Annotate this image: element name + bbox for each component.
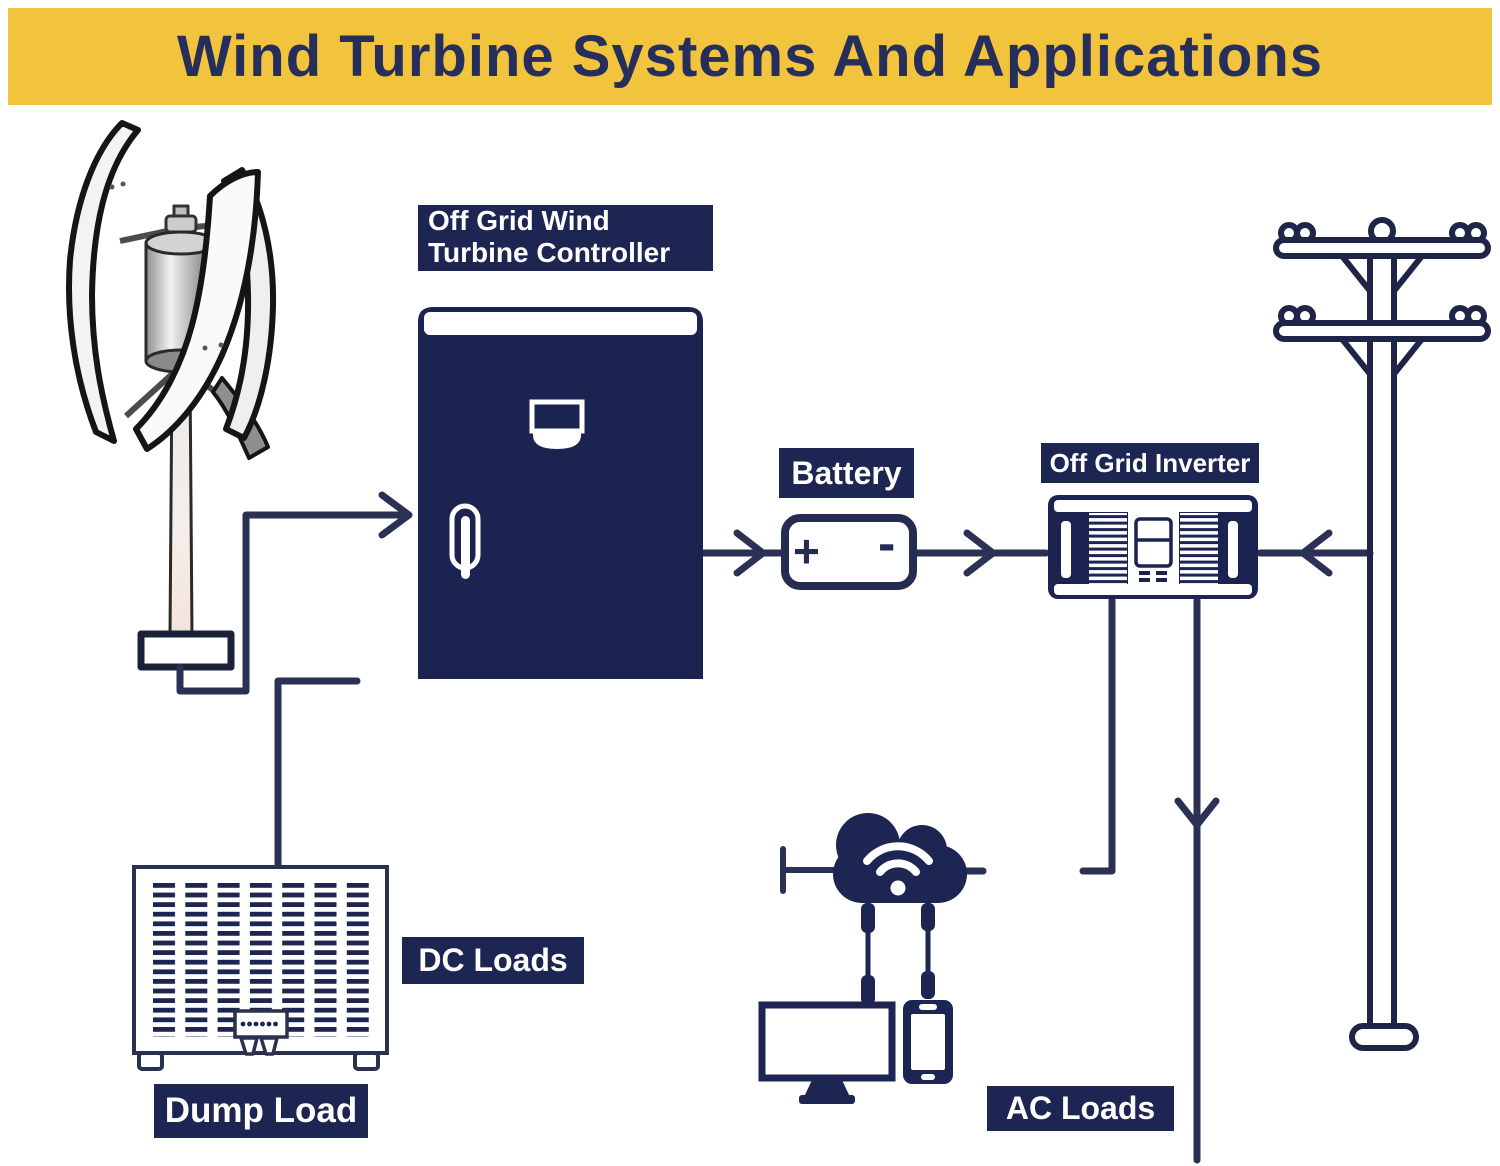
controller-display-icon (529, 399, 585, 449)
inverter-left-vent (1089, 513, 1127, 584)
inverter-display-icon (1134, 517, 1173, 582)
arrow-into-battery-icon (733, 529, 767, 577)
arrow-down-ac-loads-icon (1174, 797, 1220, 829)
controller-top-strip (424, 312, 697, 335)
title-banner: Wind Turbine Systems And Applications (8, 8, 1492, 105)
battery-negative-terminal: - (878, 515, 896, 573)
wind-turbine-icon (66, 120, 277, 671)
inverter-right-vent (1180, 513, 1218, 584)
battery-label: Battery (779, 448, 914, 498)
dump-load-label: Dump Load (154, 1084, 368, 1138)
arrow-into-controller-icon (378, 491, 413, 539)
inverter-label: Off Grid Inverter (1041, 443, 1259, 483)
line-controller-to-dump-load (274, 677, 361, 869)
page-title: Wind Turbine Systems And Applications (176, 24, 1324, 89)
arrow-into-inverter-icon (963, 529, 997, 577)
line-cloud-left-stub (780, 846, 843, 894)
dump-load-terminal-icon (233, 1009, 289, 1056)
cloud-wifi-icon (833, 813, 967, 903)
phone-icon (903, 1000, 953, 1084)
wifi-icon (863, 842, 933, 876)
battery-positive-terminal: + (793, 525, 820, 577)
controller-label-line2: Turbine Controller (428, 237, 671, 268)
dump-load-icon (132, 865, 389, 1071)
monitor-icon (758, 1001, 896, 1104)
device-cables (865, 898, 931, 1004)
line-turbine-to-controller (176, 511, 408, 695)
inverter-icon (1048, 495, 1258, 599)
controller-label: Off Grid Wind Turbine Controller (418, 205, 713, 271)
controller-label-line1: Off Grid Wind (428, 205, 610, 236)
turbine-base (137, 630, 235, 671)
ac-loads-label: AC Loads (987, 1086, 1174, 1131)
controller-handle-icon (449, 503, 481, 579)
line-inverter-to-cloud (1079, 596, 1116, 875)
battery-icon (781, 514, 917, 590)
controller-box-icon (418, 307, 703, 679)
dc-loads-label: DC Loads (402, 937, 584, 984)
utility-pole-icon (1273, 217, 1491, 1051)
cable-plugs (861, 903, 935, 1005)
arrow-into-inverter-from-grid-icon (1299, 529, 1333, 577)
